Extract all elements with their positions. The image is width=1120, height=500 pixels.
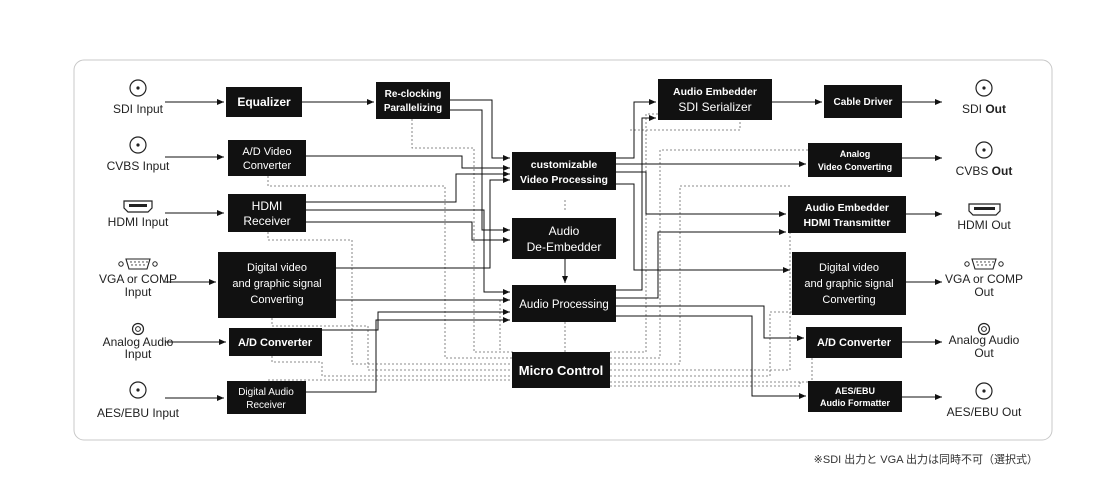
cvbs-input-label: CVBS Input [107,159,170,173]
output-stage-blocks: Audio Embedder SDI Serializer Cable Driv… [658,79,906,412]
svg-text:A/D Video: A/D Video [242,146,291,158]
svg-text:Digital video: Digital video [247,262,307,274]
bnc-connector-icon [975,141,993,159]
bnc-connector-icon [129,381,147,399]
svg-text:Converting: Converting [250,294,303,306]
svg-text:Audio: Audio [549,224,580,238]
svg-text:A/D Converter: A/D Converter [238,337,313,349]
bnc-connector-icon [975,382,993,400]
digital-video-out-block: Digital video and graphic signal Convert… [792,252,906,315]
signal-lines [165,99,942,401]
ad-video-converter-block: A/D Video Converter [228,140,306,176]
ad-converter-out-block: A/D Converter [806,327,902,358]
audio-jack-icon [131,322,145,336]
aes-input-label: AES/EBU Input [97,406,180,420]
svg-text:and graphic signal: and graphic signal [804,278,893,290]
vga-out-label-1: VGA or COMP [945,272,1023,286]
vga-input-label-2: Input [125,285,152,299]
svg-text:Analog: Analog [840,149,871,159]
svg-text:HDMI: HDMI [252,199,283,213]
hdmi-port-icon [123,200,153,213]
analog-out-label-2: Out [974,346,994,360]
svg-text:Video Processing: Video Processing [520,174,608,186]
sdi-input-label: SDI Input [113,102,164,116]
svg-text:Audio Formatter: Audio Formatter [820,398,890,408]
svg-text:AES/EBU: AES/EBU [835,386,875,396]
sdi-out-label: SDI Out [962,102,1006,116]
input-column: SDI Input CVBS Input HDMI Input VGA or C… [97,79,180,420]
vga-port-icon [118,258,158,270]
bnc-connector-icon [129,79,147,97]
svg-text:Parallelizing: Parallelizing [384,103,442,114]
analog-video-converting-block: Analog Video Converting [808,143,902,177]
analog-input-label-2: Input [125,347,152,361]
center-blocks: customizable Video Processing Audio De-E… [512,152,616,388]
bnc-connector-icon [975,79,993,97]
svg-text:customizable: customizable [531,159,598,171]
cable-driver-block: Cable Driver [824,85,902,118]
svg-text:HDMI Transmitter: HDMI Transmitter [804,217,891,229]
sdi-serializer-block: Audio Embedder SDI Serializer [658,79,772,120]
hdmi-receiver-block: HDMI Receiver [228,194,306,232]
audio-processing-block: Audio Processing [512,285,616,322]
vga-input-label-1: VGA or COMP [99,272,177,286]
footnote: ※SDI 出力と VGA 出力は同時不可（選択式） [814,452,1038,466]
output-column: SDI Out CVBS Out HDMI Out VGA or COMP Ou… [945,79,1023,419]
reclocking-block: Re-clocking Parallelizing [376,82,450,119]
svg-text:Audio Embedder: Audio Embedder [805,202,889,214]
aes-formatter-block: AES/EBU Audio Formatter [808,381,902,412]
hdmi-input-label: HDMI Input [108,215,169,229]
cvbs-out-label: CVBS Out [956,164,1013,178]
digital-audio-receiver-block: Digital Audio Receiver [227,381,306,414]
svg-text:Converter: Converter [243,160,292,172]
svg-text:Digital video: Digital video [819,262,879,274]
hdmi-transmitter-block: Audio Embedder HDMI Transmitter [788,196,906,233]
input-stage-blocks: Equalizer A/D Video Converter HDMI Recei… [218,82,450,414]
svg-text:Re-clocking: Re-clocking [385,89,442,100]
svg-text:De-Embedder: De-Embedder [527,240,602,254]
svg-text:SDI Serializer: SDI Serializer [678,100,751,114]
svg-text:Cable Driver: Cable Driver [834,97,893,108]
micro-control-block: Micro Control [512,352,610,388]
analog-out-label-1: Analog Audio [949,333,1020,347]
svg-text:Receiver: Receiver [243,214,290,228]
svg-text:Video Converting: Video Converting [818,162,892,172]
audio-deembedder-block: Audio De-Embedder [512,218,616,259]
svg-text:Converting: Converting [822,294,875,306]
svg-text:Micro Control: Micro Control [519,363,604,378]
ad-converter-in-block: A/D Converter [229,328,322,356]
svg-text:Receiver: Receiver [246,400,286,411]
analog-input-label-1: Analog Audio [103,335,174,349]
svg-text:Audio Processing: Audio Processing [519,299,609,311]
video-processing-block: customizable Video Processing [512,152,616,190]
svg-text:Audio Embedder: Audio Embedder [673,86,757,98]
equalizer-block: Equalizer [226,87,302,117]
aes-out-label: AES/EBU Out [947,405,1022,419]
vga-out-label-2: Out [974,285,994,299]
vga-port-icon [964,258,1004,270]
svg-text:Equalizer: Equalizer [237,95,291,109]
audio-jack-icon [977,322,991,336]
digital-video-in-block: Digital video and graphic signal Convert… [218,252,336,318]
bnc-connector-icon [129,136,147,154]
diagram-frame [73,59,1053,441]
svg-text:and graphic signal: and graphic signal [232,278,321,290]
svg-text:Digital Audio: Digital Audio [238,387,294,398]
hdmi-port-icon [968,203,1001,216]
hdmi-out-label: HDMI Out [957,218,1011,232]
svg-text:A/D Converter: A/D Converter [817,337,892,349]
